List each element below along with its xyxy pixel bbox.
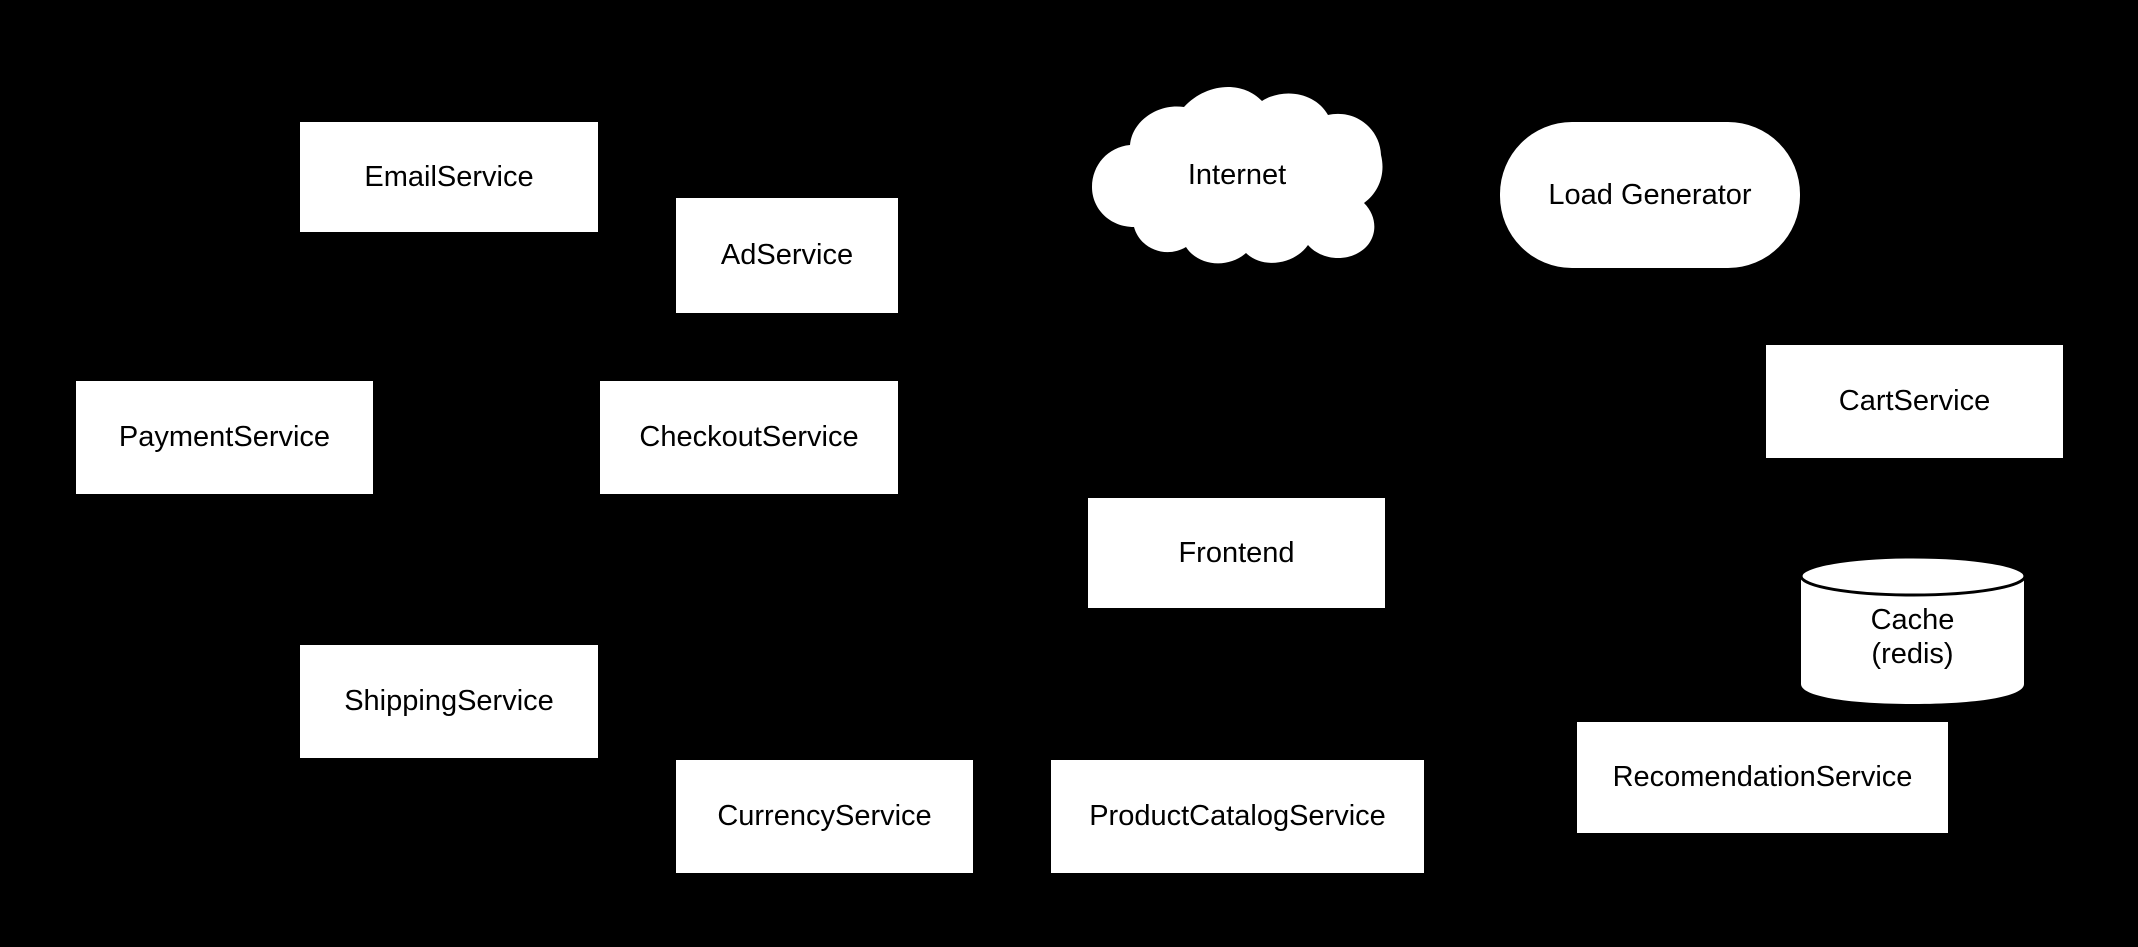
node-label-currency-service: CurrencyService [717, 800, 932, 833]
node-payment-service[interactable]: PaymentService [76, 381, 373, 494]
node-load-generator[interactable]: Load Generator [1500, 122, 1800, 268]
node-frontend[interactable]: Frontend [1088, 498, 1385, 608]
node-label-ad-service: AdService [720, 239, 854, 272]
node-label-frontend: Frontend [1178, 536, 1295, 569]
node-recomendation-service[interactable]: RecomendationService [1577, 722, 1948, 833]
node-label-shipping-service: ShippingService [344, 685, 554, 718]
database-cylinder-icon [1800, 556, 2025, 704]
node-label-checkout-service: CheckoutService [639, 421, 859, 454]
node-currency-service[interactable]: CurrencyService [676, 760, 973, 873]
node-label-load-generator: Load Generator [1548, 178, 1752, 211]
node-cart-service[interactable]: CartService [1766, 345, 2063, 458]
node-checkout-service[interactable]: CheckoutService [600, 381, 898, 494]
node-email-service[interactable]: EmailService [300, 122, 598, 232]
node-shipping-service[interactable]: ShippingService [300, 645, 598, 758]
node-label-cart-service: CartService [1838, 385, 1991, 418]
node-label-internet: Internet [1187, 158, 1287, 191]
node-label-email-service: EmailService [364, 160, 534, 193]
node-internet[interactable]: Internet [1088, 85, 1386, 265]
node-cache-redis[interactable]: Cache (redis) [1800, 556, 2025, 704]
node-label-payment-service: PaymentService [118, 421, 331, 454]
node-product-catalog-service[interactable]: ProductCatalogService [1051, 760, 1424, 873]
node-ad-service[interactable]: AdService [676, 198, 898, 313]
node-label-cache-redis: Cache (redis) [1870, 603, 1955, 670]
cloud-shape-icon [1092, 86, 1383, 264]
node-label-product-catalog-service: ProductCatalogService [1089, 800, 1386, 833]
node-label-recomendation-service: RecomendationService [1612, 761, 1913, 794]
